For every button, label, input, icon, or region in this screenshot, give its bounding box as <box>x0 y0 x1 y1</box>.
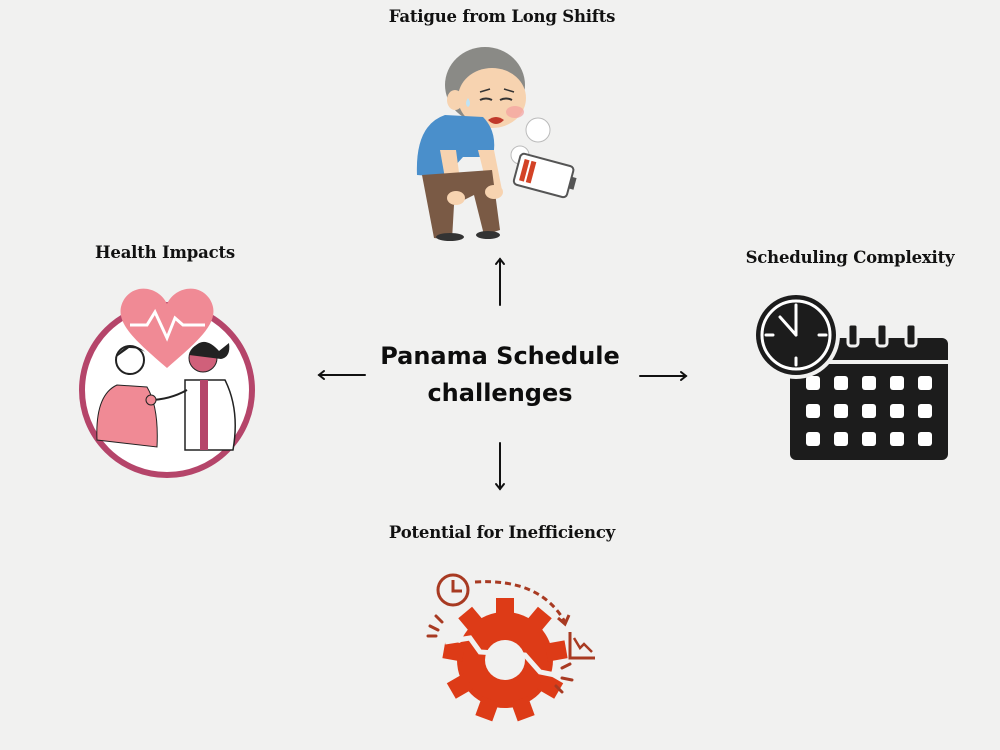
tired-worker-low-battery-icon <box>416 47 577 241</box>
center-title-line2: challenges <box>427 379 573 407</box>
clock-calendar-icon <box>752 291 948 460</box>
node-label-health: Health Impacts <box>95 243 235 262</box>
center-title-line1: Panama Schedule <box>380 342 620 370</box>
doctor-stethoscope-heart-icon <box>79 288 255 478</box>
center-title: Panama Schedule challenges <box>380 338 620 412</box>
broken-gear-decline-icon <box>426 573 595 722</box>
node-label-scheduling: Scheduling Complexity <box>745 248 955 267</box>
node-label-inefficiency: Potential for Inefficiency <box>388 523 616 542</box>
node-label-fatigue: Fatigue from Long Shifts <box>388 7 616 26</box>
